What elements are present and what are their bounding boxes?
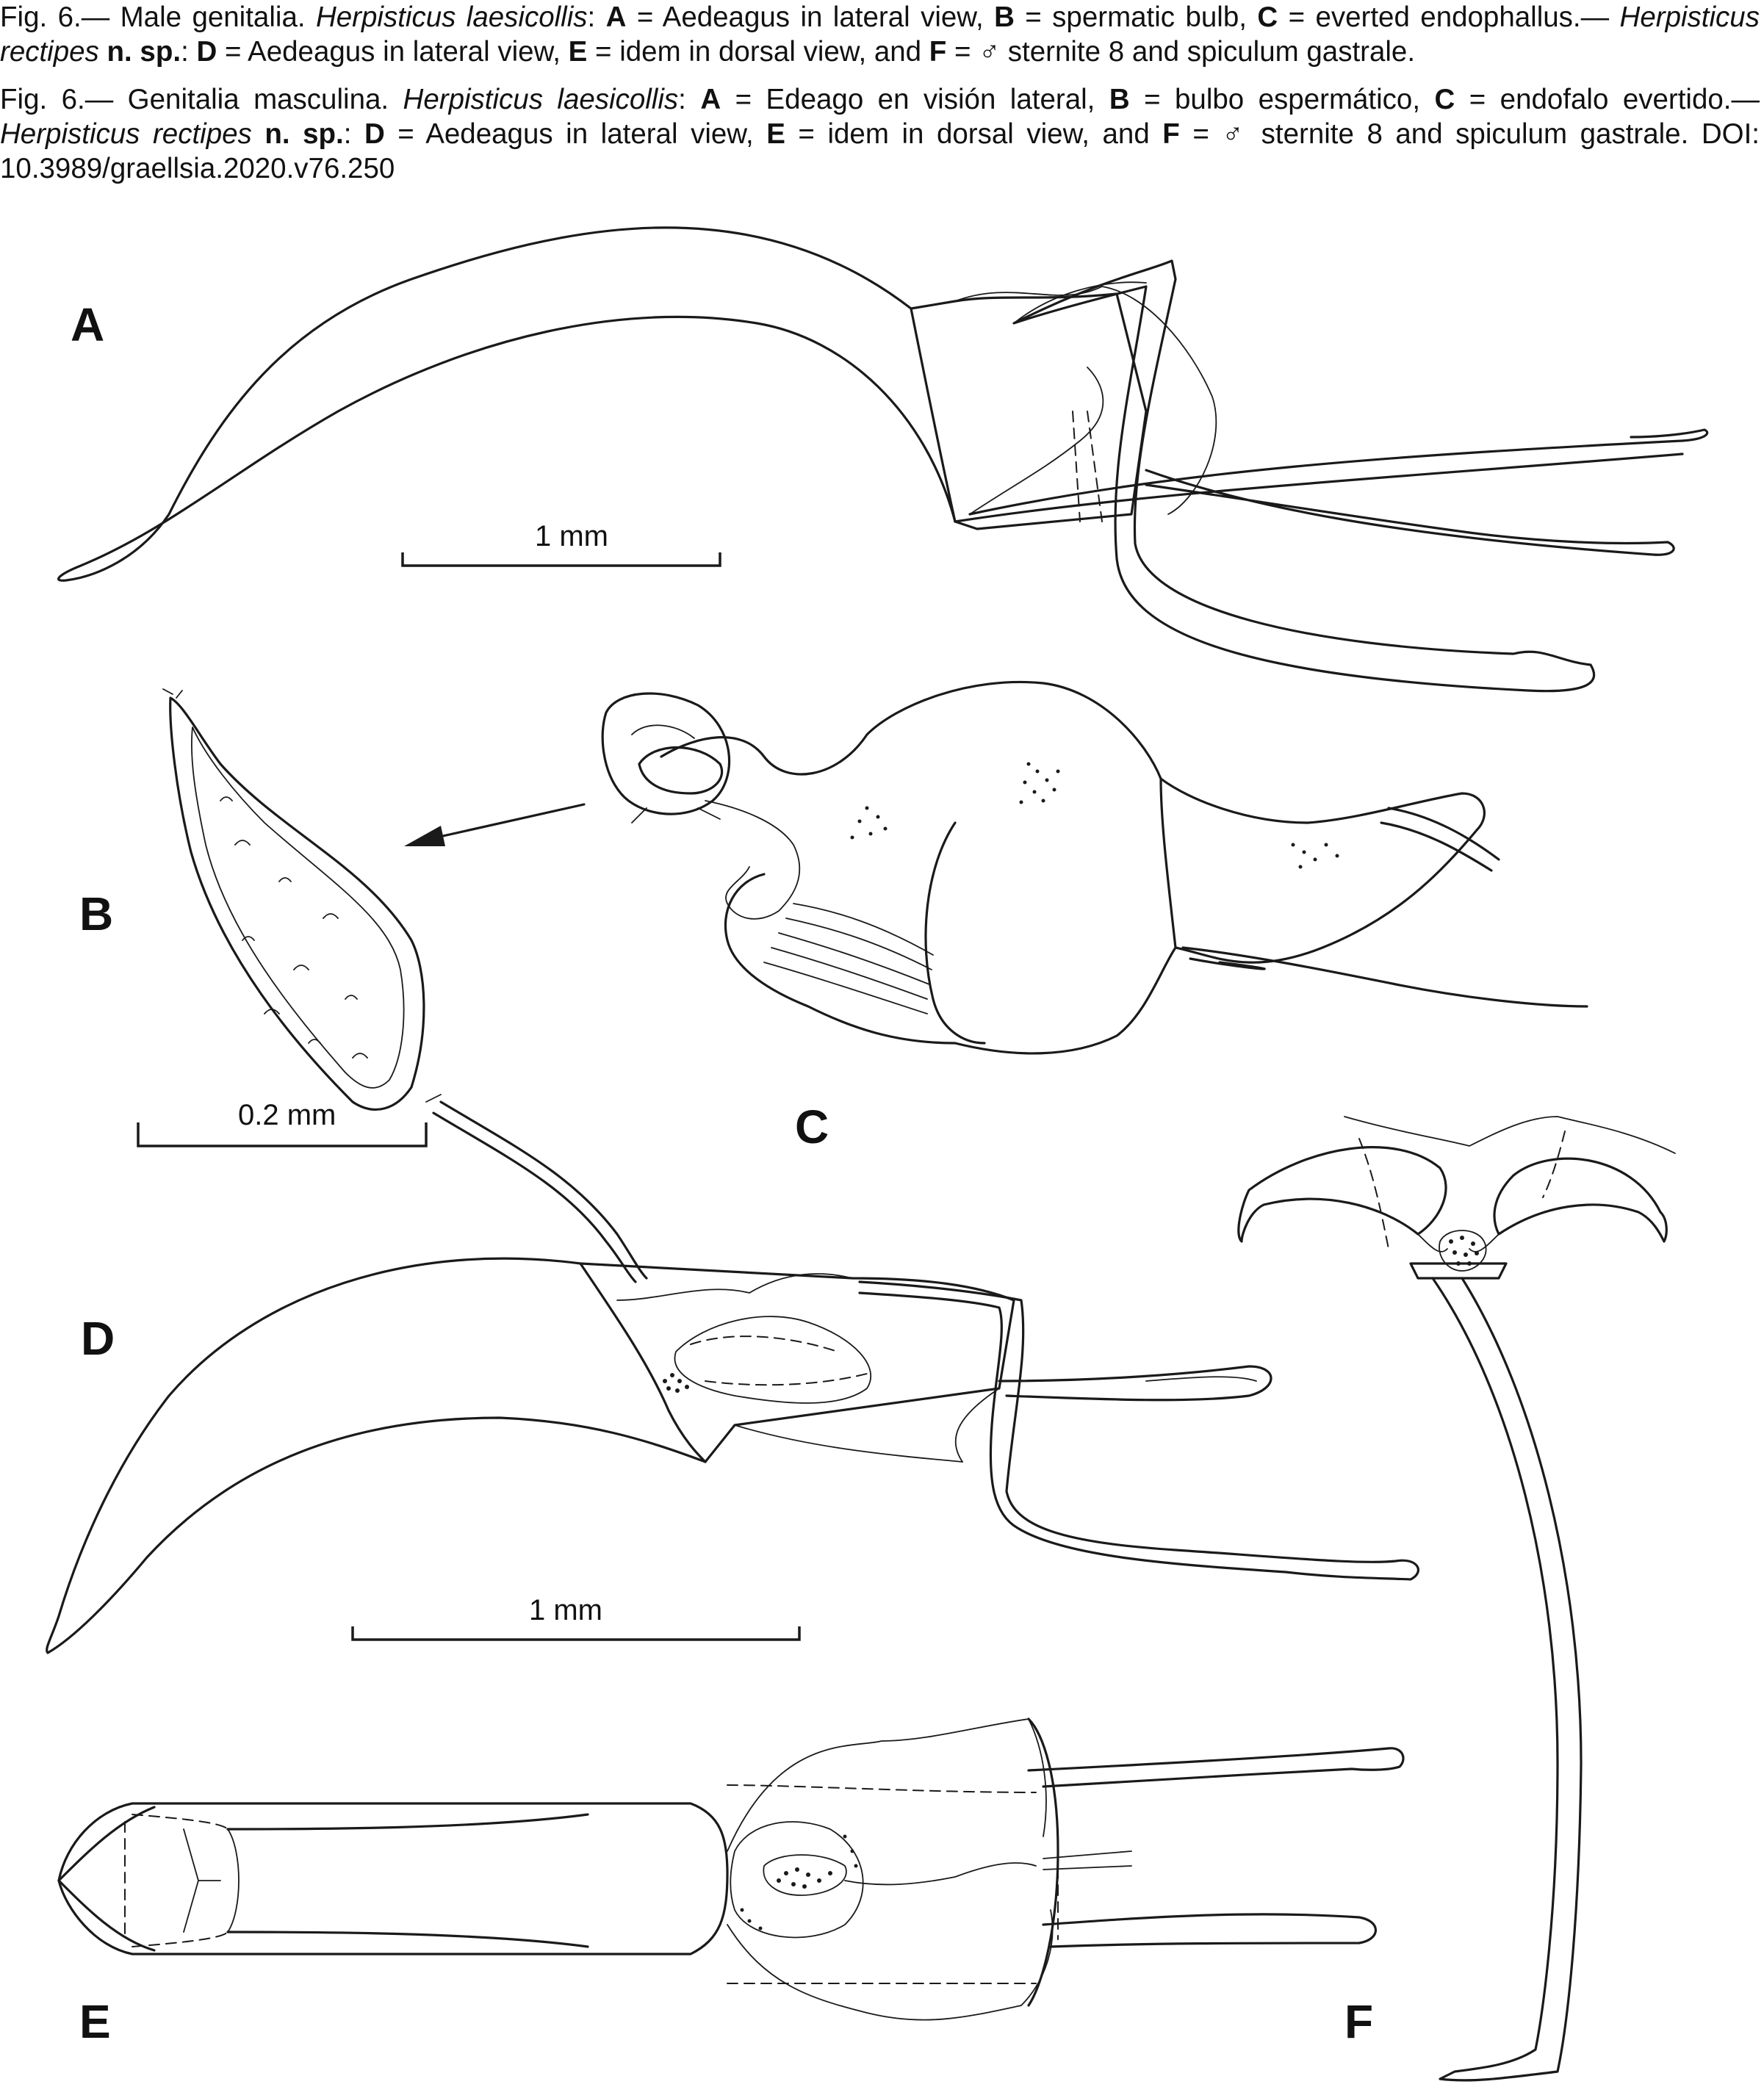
caption-en-colon-2: : xyxy=(181,36,197,68)
caption-en-text-c: = everted endophallus.— xyxy=(1278,1,1620,33)
scale-label-bulb: 0.2 mm xyxy=(238,1099,336,1131)
caption-en-key-b: B xyxy=(994,1,1015,33)
caption-es-key-c: C xyxy=(1434,84,1455,115)
caption-en-key-a: A xyxy=(605,1,627,33)
caption-en-text-f: = ♂ sternite 8 and spiculum gastrale. xyxy=(946,36,1416,68)
caption-es-key-e: E xyxy=(766,118,785,150)
caption-es-key-d: D xyxy=(364,118,385,150)
caption-en-prefix: Fig. 6.— Male genitalia. xyxy=(0,1,306,33)
caption-en-text-d: = Aedeagus in lateral view, xyxy=(217,36,569,68)
panel-label-f: F xyxy=(1344,1995,1374,2048)
caption-english: Fig. 6.— Male genitalia. Herpisticus lae… xyxy=(0,0,1760,69)
caption-es-text-b: = bulbo espermático, xyxy=(1129,84,1435,115)
caption-es-text-c: = endofalo evertido.— xyxy=(1455,84,1760,115)
caption-es-key-b: B xyxy=(1109,84,1130,115)
caption-en-colon-1: : xyxy=(587,1,596,33)
scale-bar-top xyxy=(401,552,721,567)
caption-es-colon-2: : xyxy=(343,118,364,150)
figure-d-aedeagus-lateral xyxy=(46,1257,1419,1654)
figure-a-aedeagus-lateral xyxy=(57,226,1709,693)
scale-bar-bulb xyxy=(137,1122,428,1147)
figure-e-aedeagus-dorsal xyxy=(57,1717,1405,2021)
caption-es-text-f: = ♂ sternite 8 and spiculum gastrale. DO… xyxy=(0,118,1760,184)
caption-es-key-a: A xyxy=(700,84,721,115)
caption-en-text-e: = idem in dorsal view, and xyxy=(587,36,929,68)
panel-label-c: C xyxy=(795,1100,829,1153)
caption-es-text-e: = idem in dorsal view, and xyxy=(785,118,1163,150)
figure-f-sternite-spiculum xyxy=(1237,1116,1676,2082)
figure-b-spermatic-bulb xyxy=(162,688,648,1283)
arrow-bulb-indicator xyxy=(404,803,586,846)
caption-es-species-1: Herpisticus laesicollis xyxy=(403,84,679,115)
caption-en-key-f: F xyxy=(929,36,947,68)
panel-label-b: B xyxy=(79,887,114,940)
caption-en-text-b: = spermatic bulb, xyxy=(1014,1,1258,33)
panel-label-e: E xyxy=(79,1995,111,2048)
caption-es-key-f: F xyxy=(1162,118,1180,150)
caption-en-species-2: Herpisticus rectipes xyxy=(0,1,1760,68)
caption-es-species-2: Herpisticus rectipes xyxy=(0,118,252,150)
caption-es-text-a: = Edeago en visión lateral, xyxy=(721,84,1109,115)
caption-en-key-d: D xyxy=(196,36,217,68)
panel-label-a: A xyxy=(71,298,105,351)
figure-c-everted-endophallus xyxy=(601,680,1588,1055)
scale-label-bottom: 1 mm xyxy=(529,1594,602,1626)
caption-es-text-d: = Aedeagus in lateral view, xyxy=(384,118,767,150)
scale-label-top: 1 mm xyxy=(535,520,608,552)
caption-es-colon-1: : xyxy=(678,84,686,115)
caption-es-prefix: Fig. 6.— Genitalia masculina. xyxy=(0,84,389,115)
caption-en-key-c: C xyxy=(1257,1,1278,33)
panel-label-d: D xyxy=(81,1312,115,1365)
caption-spanish: Fig. 6.— Genitalia masculina. Herpisticu… xyxy=(0,82,1760,186)
scale-bar-bottom xyxy=(351,1626,801,1641)
caption-en-new-species: n. sp. xyxy=(107,36,181,68)
caption-en-species-1: Herpisticus laesicollis xyxy=(315,1,588,33)
caption-en-text-a: = Aedeagus in lateral view, xyxy=(626,1,995,33)
caption-en-key-e: E xyxy=(568,36,588,68)
caption-es-new-species: n. sp. xyxy=(264,118,344,150)
